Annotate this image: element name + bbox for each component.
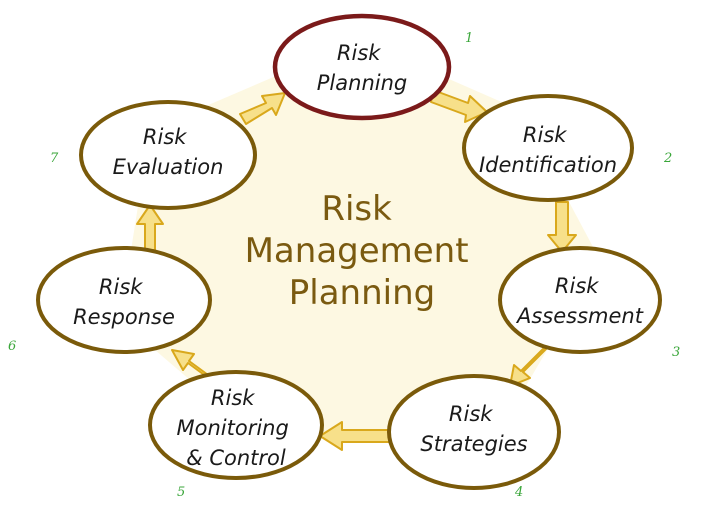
node-evaluation-line-2: Evaluation — [113, 155, 224, 179]
arrow-strategies-to-monitoring — [319, 421, 391, 451]
node-identification-ellipse — [462, 94, 634, 202]
node-response-text: Risk Response — [73, 275, 175, 329]
step-number-7: 7 — [50, 151, 59, 166]
node-assessment: Risk Assessment — [498, 246, 662, 354]
node-strategies: Risk Strategies — [387, 374, 561, 490]
node-strategies-line-2: Strategies — [420, 432, 527, 456]
center-title: Risk Management Planning — [245, 189, 480, 313]
step-number-4: 4 — [514, 485, 523, 500]
node-response-ellipse — [36, 246, 212, 354]
center-title-line-2: Management — [245, 231, 469, 271]
step-number-6: 6 — [8, 339, 16, 354]
node-identification-line-2: Identification — [479, 153, 617, 177]
node-monitoring-line-2: Monitoring — [177, 416, 289, 440]
node-evaluation-line-1: Risk — [143, 125, 187, 149]
node-evaluation: Risk Evaluation — [79, 100, 257, 210]
node-response: Risk Response — [36, 246, 212, 354]
step-number-2: 2 — [663, 151, 672, 166]
node-monitoring-line-1: Risk — [211, 386, 255, 410]
node-response-line-1: Risk — [99, 275, 143, 299]
node-evaluation-ellipse — [79, 100, 257, 210]
node-strategies-text: Risk Strategies — [420, 402, 527, 456]
step-number-1: 1 — [465, 31, 473, 46]
node-strategies-ellipse — [387, 374, 561, 490]
node-monitoring-text: Risk Monitoring & Control — [177, 386, 296, 470]
node-monitoring-ellipse — [148, 370, 324, 480]
node-assessment-line-1: Risk — [555, 274, 599, 298]
cycle-arrows — [136, 89, 577, 451]
node-monitoring: Risk Monitoring & Control — [148, 370, 324, 480]
arrow-planning-to-identification — [430, 89, 488, 123]
node-assessment-text: Risk Assessment — [515, 274, 644, 328]
center-title-line-1: Risk — [321, 189, 392, 229]
node-planning: Risk Planning — [272, 13, 452, 121]
node-strategies-line-1: Risk — [449, 402, 493, 426]
arrow-identification-to-assessment — [547, 201, 577, 253]
node-identification-line-1: Risk — [523, 123, 567, 147]
node-planning-line-2: Planning — [317, 71, 407, 95]
node-identification: Risk Identification — [462, 94, 634, 202]
node-evaluation-text: Risk Evaluation — [113, 125, 224, 179]
step-number-5: 5 — [177, 485, 185, 500]
center-title-line-3: Planning — [289, 273, 435, 313]
node-assessment-ellipse — [498, 246, 662, 354]
arrow-response-to-evaluation — [136, 204, 164, 251]
node-planning-line-1: Risk — [337, 41, 381, 65]
arrow-evaluation-to-planning — [239, 92, 286, 125]
node-response-line-2: Response — [73, 305, 175, 329]
node-identification-text: Risk Identification — [479, 123, 617, 177]
node-planning-text: Risk Planning — [317, 41, 407, 95]
node-monitoring-line-3: & Control — [186, 446, 286, 470]
node-planning-ellipse — [272, 13, 452, 121]
node-assessment-line-2: Assessment — [515, 304, 644, 328]
step-number-3: 3 — [672, 345, 680, 360]
